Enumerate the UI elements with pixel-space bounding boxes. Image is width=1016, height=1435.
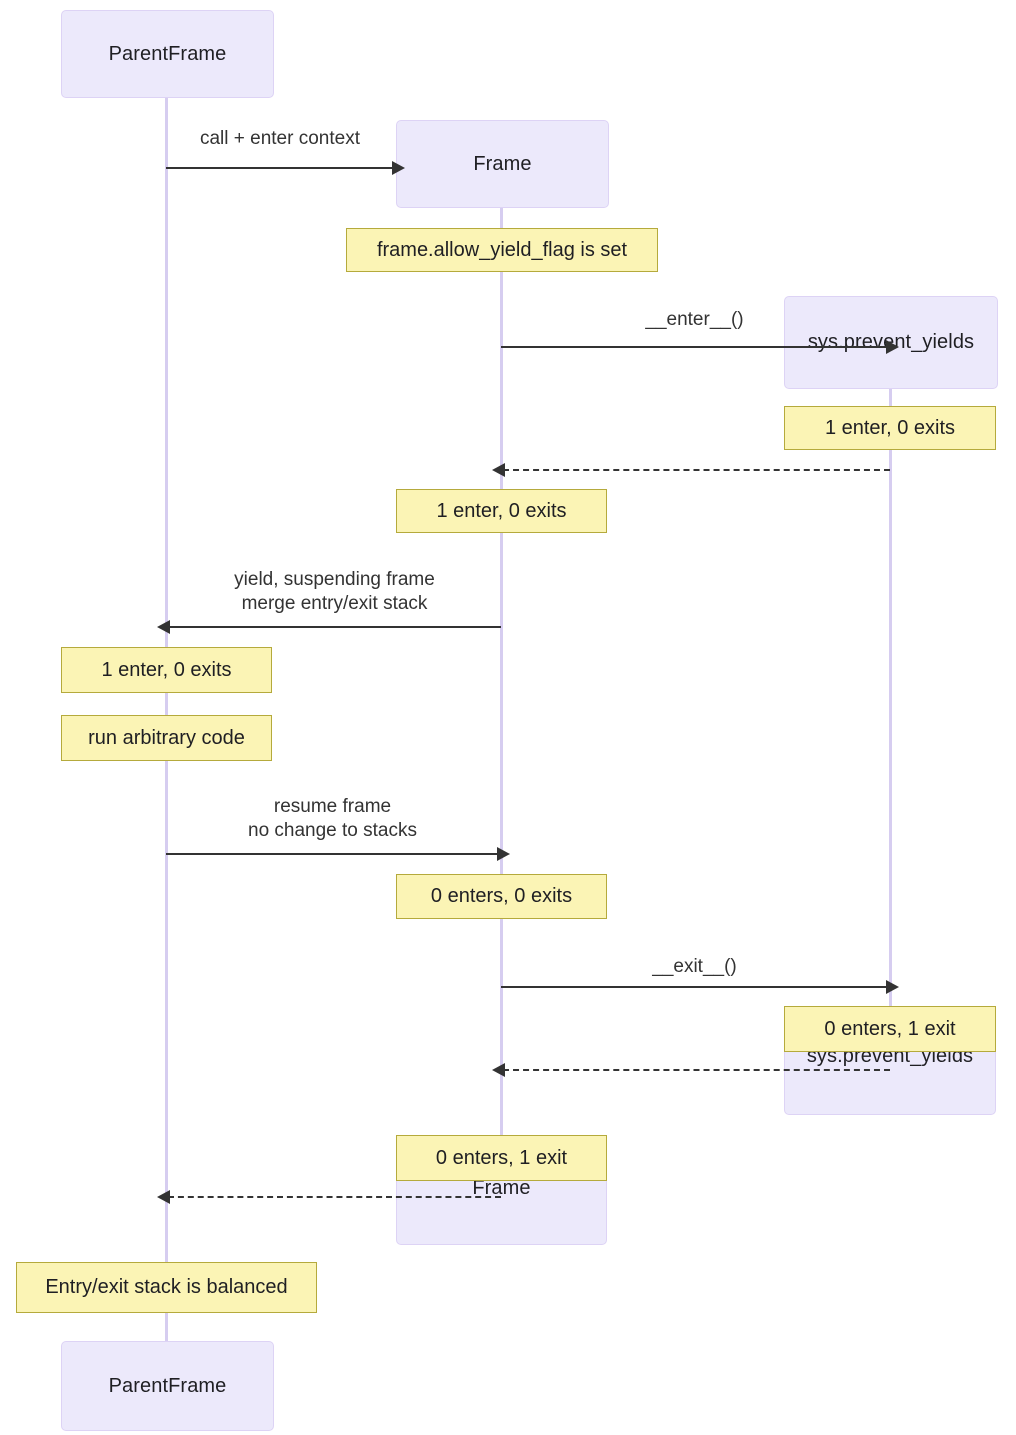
arrow-line-msg-return-enter <box>503 469 890 471</box>
arrow-head-msg-return-enter <box>492 463 505 477</box>
note-label: 0 enters, 1 exit <box>435 1146 568 1169</box>
actor-box-parentframe-top: ParentFrame <box>61 10 274 98</box>
note-note-frame-0enters-0exits: 0 enters, 0 exits <box>396 874 607 919</box>
note-note-stack-balanced: Entry/exit stack is balanced <box>16 1262 317 1313</box>
note-label: frame.allow_yield_flag is set <box>376 238 628 261</box>
note-note-run-arbitrary-code: run arbitrary code <box>61 715 272 761</box>
message-label-msg-resume-frame: resume frame no change to stacks <box>248 796 417 842</box>
arrow-line-msg-resume-frame <box>166 853 499 855</box>
note-note-prevent-yields-0enters-1exit: 0 enters, 1 exit <box>784 1006 996 1052</box>
message-label-msg-enter: __enter__() <box>645 309 744 330</box>
note-note-parent-1enter: 1 enter, 0 exits <box>61 647 272 693</box>
note-label: run arbitrary code <box>88 726 245 749</box>
arrow-line-msg-return-exit <box>503 1069 890 1071</box>
message-label-msg-yield-suspend: yield, suspending frame merge entry/exit… <box>234 569 435 615</box>
actor-box-frame-top: Frame <box>396 120 609 208</box>
note-label: Entry/exit stack is balanced <box>45 1276 288 1298</box>
arrow-line-msg-call-enter-context <box>166 167 394 169</box>
note-note-prevent-yields-1enter: 1 enter, 0 exits <box>784 406 996 450</box>
message-label-msg-call-enter-context: call + enter context <box>199 128 360 149</box>
arrow-head-msg-exit <box>886 980 899 994</box>
note-note-frame-0enters-1exit: 0 enters, 1 exit <box>396 1135 607 1181</box>
note-label: 0 enters, 1 exit <box>824 1017 956 1040</box>
note-label: 1 enter, 0 exits <box>824 416 956 439</box>
actor-label: Frame <box>473 152 532 175</box>
arrow-line-msg-yield-suspend <box>168 626 501 628</box>
message-label-msg-exit: __exit__() <box>652 956 737 977</box>
arrow-line-msg-exit <box>501 986 888 988</box>
note-note-allow-yield-flag: frame.allow_yield_flag is set <box>346 228 658 272</box>
arrow-head-msg-yield-suspend <box>157 620 170 634</box>
note-note-frame-1enter: 1 enter, 0 exits <box>396 489 607 533</box>
arrow-line-msg-return-frame-parent <box>168 1196 501 1198</box>
lifeline-frame <box>500 206 503 1185</box>
actor-label: Frame <box>472 1177 531 1199</box>
note-label: 1 enter, 0 exits <box>436 499 567 522</box>
note-label: 0 enters, 0 exits <box>430 885 573 907</box>
arrow-head-msg-return-exit <box>492 1063 505 1077</box>
lifeline-prevent-yields <box>889 387 892 1054</box>
arrow-line-msg-enter <box>501 346 888 348</box>
arrow-head-msg-resume-frame <box>497 847 510 861</box>
arrow-head-msg-enter <box>886 340 899 354</box>
arrow-head-msg-call-enter-context <box>392 161 405 175</box>
actor-label: ParentFrame <box>108 1374 227 1397</box>
actor-box-parentframe-bottom: ParentFrame <box>61 1341 274 1431</box>
arrow-head-msg-return-frame-parent <box>157 1190 170 1204</box>
actor-label: ParentFrame <box>108 42 227 65</box>
note-label: 1 enter, 0 exits <box>101 658 232 681</box>
